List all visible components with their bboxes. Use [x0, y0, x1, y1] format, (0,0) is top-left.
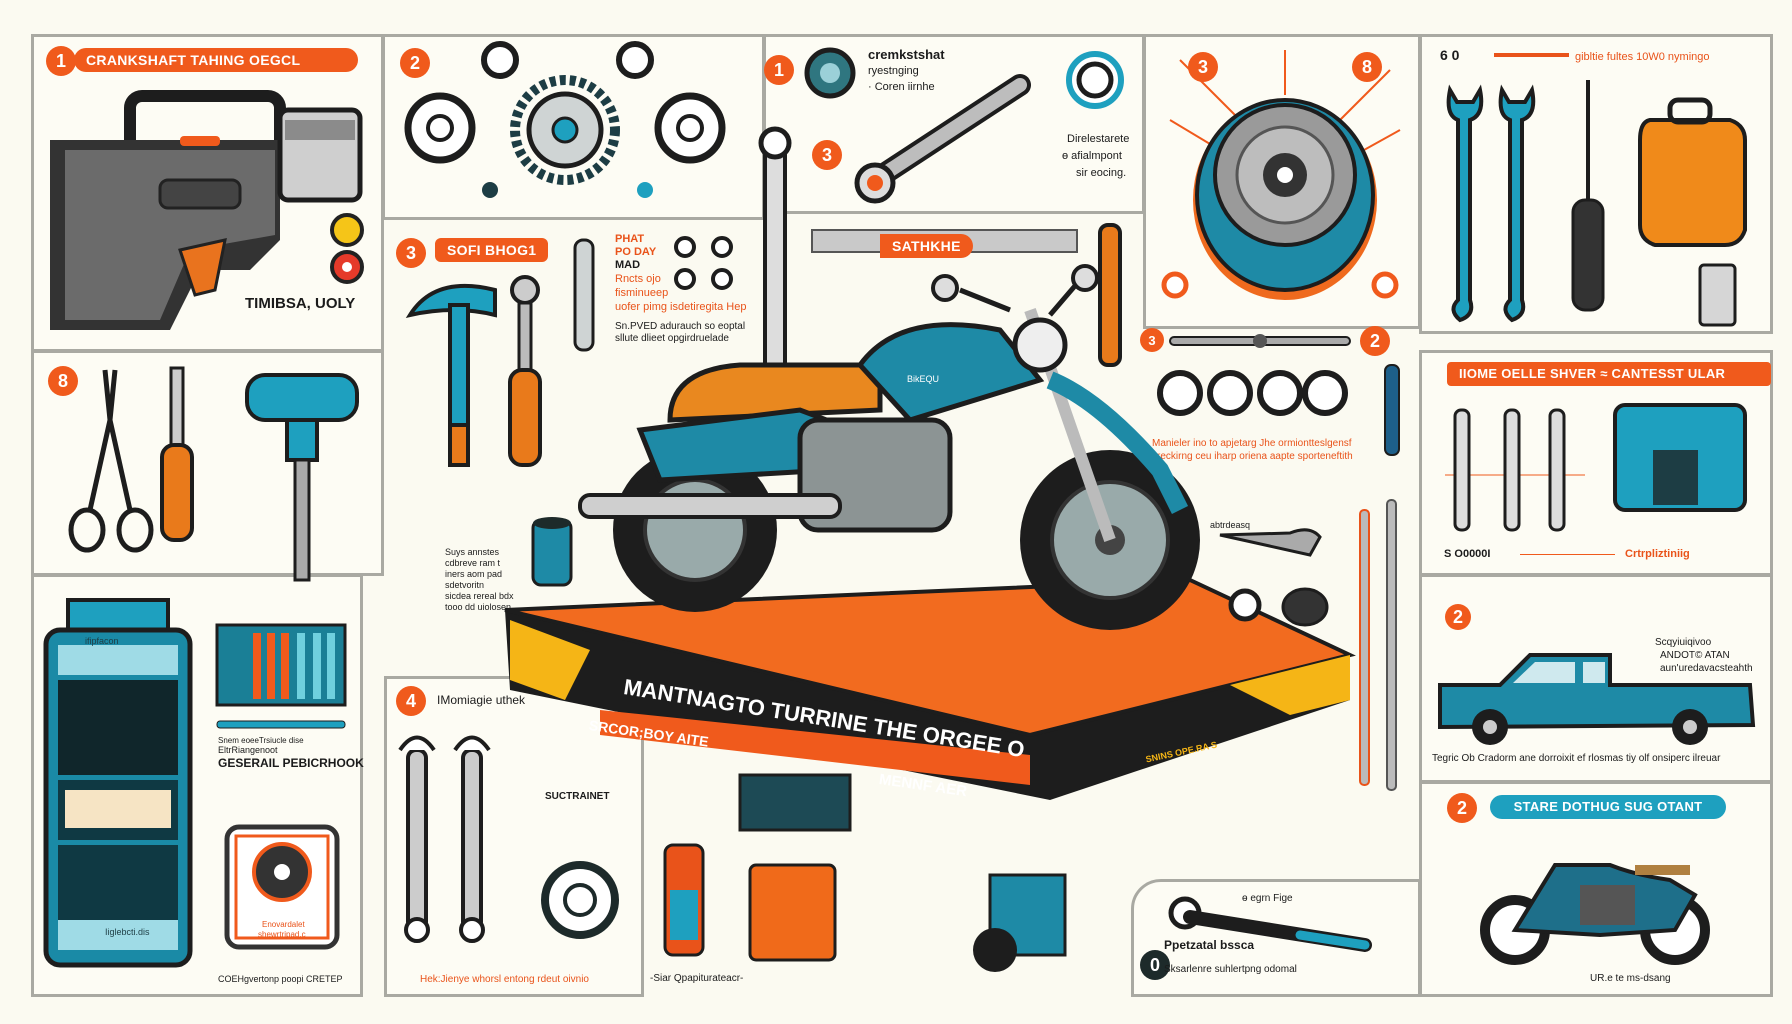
step-number: 2 — [1360, 326, 1390, 356]
panel-banner: STARE DOTHUG SUG OTANT — [1490, 795, 1726, 819]
note-line: Rncts ojo — [615, 273, 661, 285]
step-number: 0 — [1140, 950, 1170, 980]
center-note: iners aom pad — [445, 569, 503, 579]
note-line: Manieler ino to apjetarg Jhe ormionttesl… — [1152, 438, 1352, 449]
pliers-icon — [68, 366, 359, 582]
motorcycle-icon — [1480, 863, 1710, 965]
panel-banner: CRANKSHAFT TAHING OEGCL — [74, 48, 358, 72]
tank-brand: BikEQU — [907, 374, 940, 384]
main-motorcycle-icon — [578, 264, 1200, 630]
footer: Hek:Jienye whorsl entong rdeut oivnio — [420, 974, 589, 985]
divider-line — [1520, 554, 1615, 555]
impact-gun-icon — [50, 90, 363, 330]
caption: UR.e te ms-dsang — [1590, 973, 1671, 984]
rod-icon — [1169, 334, 1351, 348]
note-line: PHAT — [615, 233, 645, 245]
step-number: 2 — [1447, 793, 1477, 823]
note-line: ANDOT© ATAN — [1660, 650, 1730, 661]
center-note: Suys annstes — [445, 547, 500, 557]
title-line: · Coren iirnhe — [868, 81, 935, 93]
gauge-icon — [330, 213, 364, 284]
note-line: Scqyiuiqivoo — [1655, 637, 1712, 648]
top-label: ɵ egrn Fige — [1242, 893, 1293, 904]
note-line: fisminueep — [615, 287, 669, 299]
gear-icon — [404, 41, 726, 198]
tools-pile-icon — [663, 773, 1067, 972]
speaker-box-icon — [224, 824, 340, 950]
lens-icon — [804, 47, 856, 99]
bold-label: SUCTRAINET — [545, 791, 610, 802]
washer-icons — [674, 236, 733, 290]
note-line: uofer pimg isdetiregita Hep — [615, 301, 747, 313]
panel-banner: IIOME OELLE SHVER ≈ CANTESST ULAR — [1447, 362, 1771, 386]
saw-label: SATHKHE — [880, 234, 973, 258]
caption: TIMIBSA, UOLY — [245, 295, 356, 312]
section-heading: GESERAIL PEBICRHOOK — [218, 756, 364, 770]
header-number: 6 0 — [1440, 47, 1460, 63]
step-label: IMomiagie uthek — [437, 693, 526, 707]
tool-cabinet-icon — [43, 598, 193, 968]
step-number: 3 — [396, 238, 426, 268]
step-number: 1 — [46, 46, 76, 76]
center-note: sicdea rereal bdx — [445, 591, 514, 601]
step-number: 3 — [1188, 52, 1218, 82]
note-line: PO DAY — [615, 246, 657, 258]
note-line: sreckirng ceu iharp oriena aapte sporten… — [1152, 451, 1353, 462]
caption: Tegric Ob Cradorm ane dorroixit ef rlosm… — [1432, 753, 1721, 764]
cylinder-coil-icon — [531, 517, 573, 587]
box-title: Ppetzatal bssca — [1164, 938, 1255, 952]
bottom-caption: -Siar Qpapiturateacr- — [650, 973, 744, 984]
diagnostic-panel-icon — [215, 623, 347, 729]
note-line: Direlestarete — [1067, 133, 1130, 145]
left-label: S O0000I — [1444, 548, 1491, 560]
header-rule — [1494, 53, 1569, 57]
step-number: 1 — [764, 55, 794, 85]
step-number: 3 — [812, 140, 842, 170]
step-number: 2 — [400, 48, 430, 78]
nuts-icon — [1157, 364, 1400, 456]
note-line: EltrRiangenoot — [218, 745, 278, 755]
ratchet-wrench-icon — [1168, 896, 1372, 952]
panel-banner: SOFI BHOG1 — [435, 238, 549, 262]
header-text: gibltie fultes 10W0 nymingo — [1575, 51, 1710, 63]
footer: COEHgvertonp poopi CRETEP — [218, 974, 343, 984]
step-number: 8 — [48, 366, 78, 396]
box-line: Enovardalet — [262, 920, 305, 929]
screwdriver-icon — [1098, 223, 1122, 367]
step-number: 3 — [1140, 328, 1164, 352]
note-line: MAD — [615, 259, 641, 271]
step-number: 4 — [396, 686, 426, 716]
step-number: 8 — [1352, 52, 1382, 82]
note-line: sir eocing. — [1076, 167, 1127, 179]
box-line: shewrtripad.c — [258, 930, 306, 939]
right-label: Crtrpliztiniig — [1625, 548, 1690, 560]
seal-ring-icon — [1066, 51, 1124, 109]
cabinet-label: Iiglebcti.dis — [105, 927, 150, 937]
note-line: Snem eoeeTrsiucle dise — [218, 736, 304, 745]
step-number: 2 — [1445, 604, 1471, 630]
title-line: cremkstshat — [868, 47, 945, 62]
box-caption: Sksarlenre suhlertpng odomal — [1164, 964, 1297, 975]
center-note: sdetvoritn — [445, 580, 485, 590]
brake-label: abtrdeasq — [1210, 520, 1251, 530]
hammer-icon — [405, 238, 595, 467]
note-line: Sn.PVED adurauch so eoptal — [615, 321, 746, 332]
wrench-pair-icon — [398, 735, 491, 943]
note-line: ɵ afialmpont — [1062, 150, 1122, 162]
brake-lever-icon — [1219, 528, 1329, 627]
cabinet-label: ifipfacon — [85, 636, 119, 646]
center-note: tooo dd uiolosen — [445, 602, 512, 612]
pulley-icon — [541, 861, 619, 939]
note-line: sllute dlieet opgirdruelade — [615, 333, 729, 344]
wheel-hub-icon — [1161, 50, 1401, 300]
pickup-truck-icon — [1438, 653, 1756, 745]
center-note: cdbreve ram t — [445, 558, 501, 568]
tall-rods-icon — [1359, 499, 1397, 791]
wrench-set-icon — [1445, 403, 1747, 532]
wrench-icon — [1446, 80, 1747, 327]
note-line: aun'uredavacsteahth — [1660, 663, 1753, 674]
title-line: ryestnging — [868, 65, 919, 77]
